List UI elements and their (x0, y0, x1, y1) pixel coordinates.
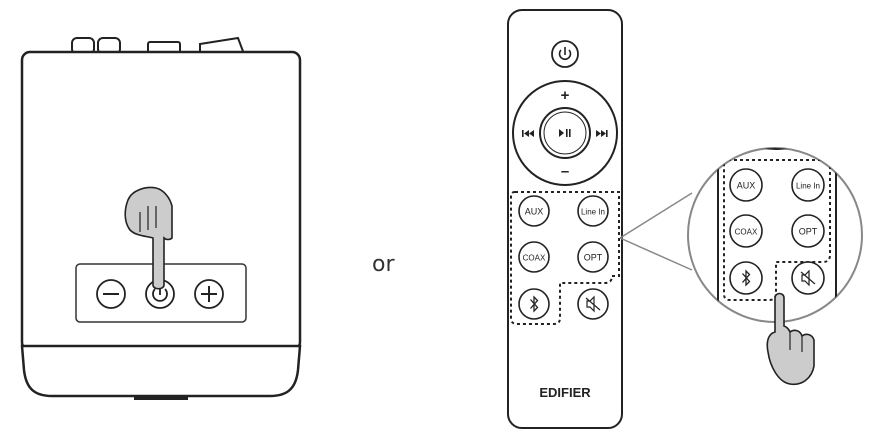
opt-label: OPT (584, 253, 603, 263)
magnifier-callout: AUX Line In COAX OPT (687, 147, 863, 386)
next-track-icon[interactable] (596, 130, 608, 137)
coax-label: COAX (735, 228, 758, 237)
remote-coax-button[interactable]: COAX (518, 241, 550, 273)
remote-aux-button[interactable]: AUX (518, 195, 550, 227)
previous-track-icon[interactable] (522, 130, 534, 137)
callout-mute-button[interactable] (791, 261, 825, 295)
mute-icon (585, 295, 601, 313)
bluetooth-icon (530, 295, 539, 313)
speaker-unit (20, 36, 302, 400)
brand-logo: EDIFIER (539, 385, 591, 400)
speaker-base (20, 344, 302, 398)
volume-down-label[interactable]: – (561, 163, 569, 180)
remote-bluetooth-button[interactable] (518, 288, 550, 320)
aux-label: AUX (737, 181, 756, 191)
remote-line-in-button[interactable]: Line In (577, 195, 609, 227)
mute-icon (800, 269, 816, 287)
volume-up-button[interactable] (194, 279, 224, 309)
callout-opt-button[interactable]: OPT (791, 214, 825, 248)
source-buttons-highlight (510, 191, 620, 325)
remote-power-button[interactable] (551, 40, 579, 68)
callout-line-in-button[interactable]: Line In (791, 168, 825, 202)
power-icon (558, 47, 572, 61)
callout-coax-button[interactable]: COAX (729, 214, 763, 248)
callout-bluetooth-button[interactable] (729, 261, 763, 295)
callout-connector (619, 192, 693, 271)
volume-up-label[interactable]: + (561, 87, 570, 104)
callout-aux-button[interactable]: AUX (729, 168, 763, 202)
coax-label: COAX (523, 254, 546, 263)
volume-down-button[interactable] (96, 279, 126, 309)
pointing-hand-icon (124, 186, 173, 290)
remote-control: + – AUX (507, 9, 623, 429)
line-in-label: Line In (581, 208, 605, 217)
speaker-foot (134, 396, 188, 400)
remote-mute-button[interactable] (577, 288, 609, 320)
pointing-hand-icon (766, 292, 815, 386)
bluetooth-icon (742, 269, 751, 287)
play-pause-icon (559, 129, 571, 137)
remote-opt-button[interactable]: OPT (577, 241, 609, 273)
or-separator: or (372, 252, 395, 277)
opt-label: OPT (799, 227, 818, 237)
aux-label: AUX (525, 207, 544, 217)
line-in-label: Line In (796, 182, 820, 191)
play-pause-button[interactable] (539, 107, 591, 159)
plus-icon (201, 286, 217, 302)
